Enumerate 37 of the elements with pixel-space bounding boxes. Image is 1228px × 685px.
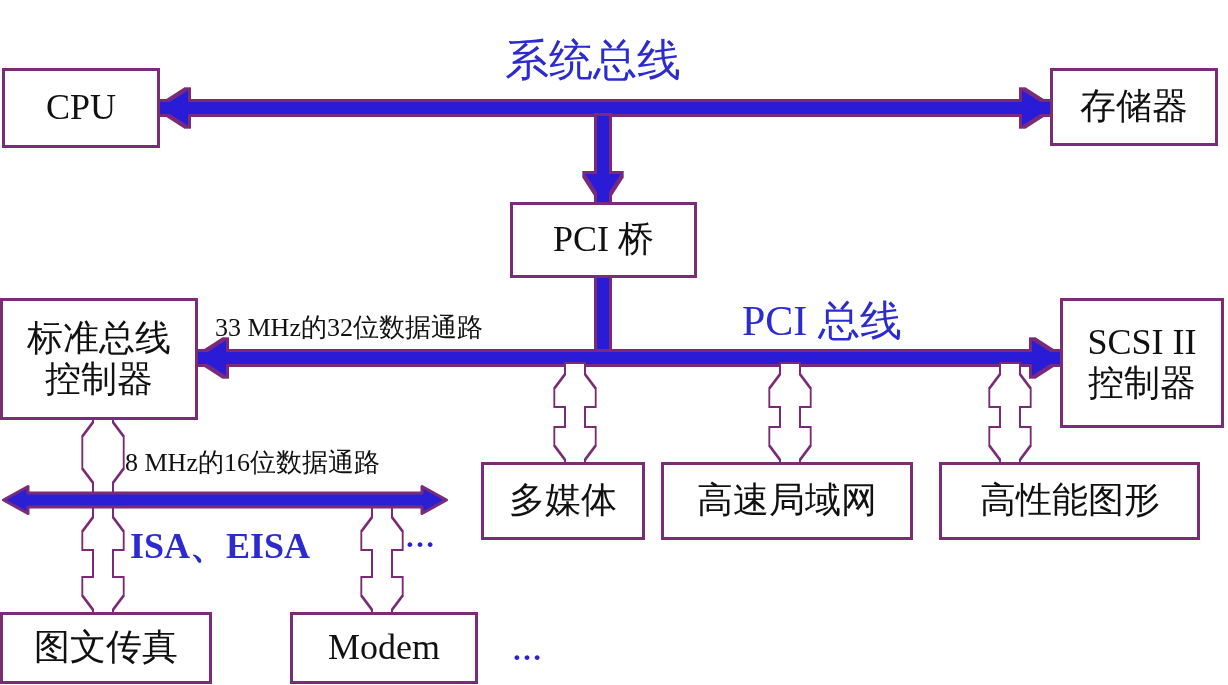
bus-arrow	[160, 90, 1050, 126]
node-label: Modem	[328, 627, 440, 669]
node-label: 高速局域网	[697, 480, 877, 522]
node-label: 图文传真	[34, 627, 178, 669]
component-box	[1050, 68, 1218, 146]
component-box	[1060, 298, 1224, 428]
ellipsis: …	[405, 522, 435, 552]
node-label: SCSI II 控制器	[1086, 321, 1198, 405]
double-arrow	[563, 371, 587, 463]
double-arrow	[91, 419, 115, 486]
node-label: 高性能图形	[979, 480, 1160, 522]
node-label: 存储器	[1080, 86, 1188, 128]
node-label: 标准总线控制器	[26, 317, 172, 401]
component-box	[661, 462, 913, 540]
component-box	[2, 68, 160, 148]
bus-note: 33 MHz的32位数据通路	[215, 315, 483, 341]
component-box	[0, 298, 198, 420]
ellipsis: …	[512, 635, 542, 665]
component-box	[939, 462, 1200, 540]
bus-arrow	[198, 340, 1060, 376]
node-label: CPU	[46, 87, 116, 129]
component-box	[481, 462, 645, 540]
node-label: 多媒体	[509, 480, 617, 522]
double-arrow	[998, 371, 1022, 463]
bus-name: 系统总线	[505, 38, 681, 82]
double-arrow	[370, 514, 394, 613]
bus-arrow	[2, 485, 448, 515]
component-box	[290, 612, 478, 684]
bus-name: ISA、EISA	[130, 528, 311, 564]
component-box	[510, 202, 697, 278]
node-label: PCI 桥	[553, 219, 654, 261]
component-box	[0, 612, 212, 684]
bus-arrow	[585, 116, 621, 202]
bus-name: PCI 总线	[742, 300, 902, 342]
double-arrow	[778, 371, 802, 463]
double-arrow	[91, 514, 115, 613]
bus-note: 8 MHz的16位数据通路	[125, 450, 380, 476]
